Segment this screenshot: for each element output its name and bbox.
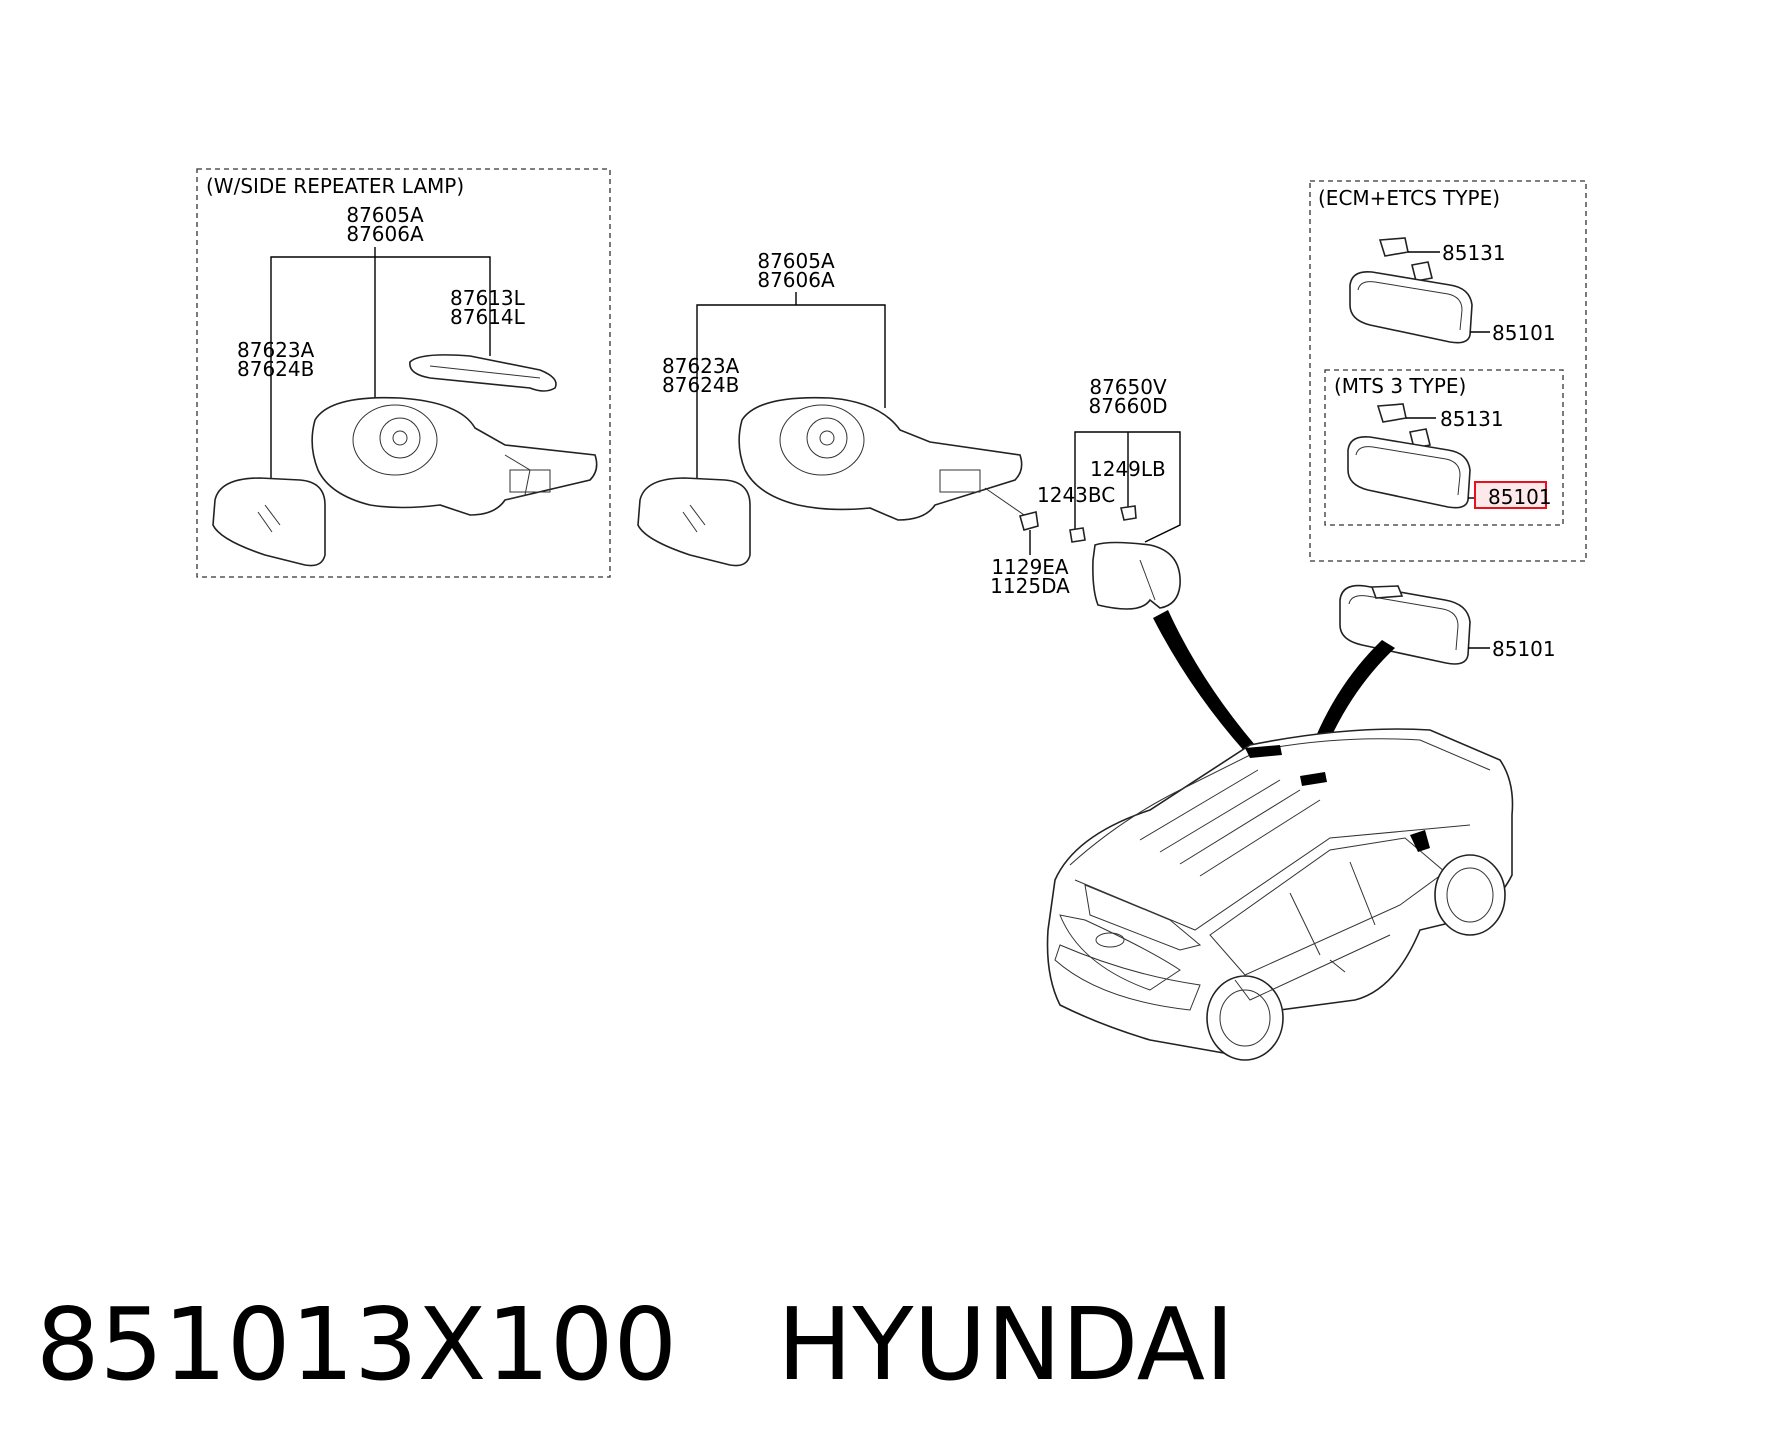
box-mts3-title: (MTS 3 TYPE) [1334,374,1466,398]
part-number: 851013X100 [36,1286,678,1403]
main-rearview-mirror [1339,584,1471,665]
ecm-cover [1378,237,1409,257]
label-mid-glass-2: 87624B [662,373,739,397]
mid-glass-glint-2 [682,511,698,533]
screw-b [1069,527,1086,543]
label-mid-housing-2: 87606A [757,268,835,292]
mid-actuator-outer [779,404,865,476]
mid-mirror-glass [637,477,751,567]
ecm-mirror-rim [1357,281,1463,331]
ecm-mirror [1349,270,1473,344]
leader-left-housing [270,256,491,479]
label-left-glass-1: 87623A [237,338,315,362]
leader-mid-housing [696,304,886,480]
label-mid-housing-1: 87605A [757,249,835,273]
mts-clip [1409,428,1431,449]
triangle-cover [1092,541,1181,610]
ecm-clip [1411,261,1433,282]
left-mirror-glass [212,477,326,567]
lamp-detail [429,365,541,379]
label-cover-1: 87650V [1089,375,1167,399]
label-ecm-cover: 85131 [1442,241,1506,265]
label-screw-b: 1243BC [1037,483,1115,507]
label-mts-mirror: 85101 [1488,485,1552,509]
label-bolt-2: 1125DA [990,574,1070,598]
left-actuator-inner [379,417,421,459]
brand-name: HYUNDAI [777,1286,1235,1403]
label-cover-2: 87660D [1088,394,1167,418]
label-left-lamp-1: 87613L [450,286,526,310]
mid-actuator-core [819,430,835,446]
mts-mirror [1347,435,1471,509]
side-repeater-lamp [409,354,557,392]
mts-cover [1376,403,1407,423]
label-screw-a: 1249LB [1090,457,1166,481]
screw-a [1120,505,1137,521]
label-left-housing-2: 87606A [346,222,424,246]
left-actuator-core [392,430,408,446]
pointer-cover-to-car [1153,610,1255,752]
main-mirror-rim [1348,595,1459,651]
label-mts-cover: 85131 [1440,407,1504,431]
left-mount-detail [504,454,531,501]
mid-actuator-inner [806,417,848,459]
vehicle-illustration [1046,728,1514,1061]
label-bolt-1: 1129EA [991,555,1069,579]
label-mid-glass-1: 87623A [662,354,740,378]
box-ecm-etcs [1309,180,1587,562]
box-ecm-etcs-title: (ECM+ETCS TYPE) [1318,186,1500,210]
glass-glint-1 [264,504,281,526]
left-mirror-housing [311,396,598,516]
box-mts3 [1324,369,1564,526]
box-side-repeater [196,168,611,578]
bolt [1019,511,1039,531]
label-left-glass-2: 87624B [237,357,314,381]
left-mount-bracket [509,469,551,493]
label-ecm-mirror: 85101 [1492,321,1556,345]
mid-glass-glint-1 [689,504,706,526]
label-left-housing-1: 87605A [346,203,424,227]
label-left-lamp-2: 87614L [450,305,526,329]
footer: 851013X100 HYUNDAI [36,1270,1235,1420]
box-side-repeater-title: (W/SIDE REPEATER LAMP) [206,174,464,198]
mid-mount-bracket [939,469,981,493]
mid-mirror-housing [738,396,1023,521]
main-mirror-mount [1370,585,1404,599]
label-main-mirror: 85101 [1492,637,1556,661]
mts-mirror-rim [1355,446,1461,496]
leader-bolt [984,487,1028,518]
cover-edge [1139,559,1156,601]
highlight-box [1474,481,1547,509]
leader-cover [1074,431,1181,543]
left-actuator-outer [352,404,438,476]
glass-glint-2 [257,511,273,533]
